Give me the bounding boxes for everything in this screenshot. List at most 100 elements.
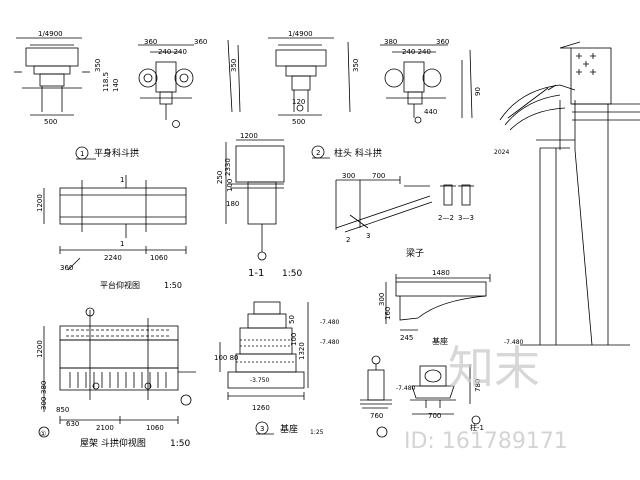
callout-labels: 1 平身科斗拱 2 柱头 科斗拱 3 基座 1:25 <box>80 147 382 436</box>
watermark-logo: 知末 <box>448 341 540 395</box>
dim-b500b: 500 <box>292 118 305 126</box>
beam-title: 梁子 <box>406 247 424 259</box>
callout-1-text: 平身科斗拱 <box>94 147 139 159</box>
small-detail-labels: 基座 760 700 780 -7.480 柱-1 <box>370 336 484 432</box>
dim-top-5: 1/4900 <box>288 30 313 38</box>
dim-top-1: 1/4900 <box>38 30 63 38</box>
bracket-elevation-3 <box>227 37 334 116</box>
callout-1-num: 1 <box>80 150 84 158</box>
section-11-lvl1: -7.480 <box>320 319 340 326</box>
dim-top-7: 240 240 <box>402 48 431 56</box>
plan-b-h380: 380 <box>40 381 48 394</box>
plan-b-w850: 850 <box>56 406 69 414</box>
bracket-side-detail <box>335 176 474 233</box>
dim-top-4: 360 <box>194 38 207 46</box>
small-detail-w760: 760 <box>370 412 383 420</box>
section-11-lvl2: -7.480 <box>320 339 340 346</box>
dim-v350c: 350 <box>352 59 360 72</box>
section-small-h180: 180 <box>226 200 239 208</box>
dim-v120: 120 <box>292 98 305 106</box>
plan-b-w1060: 1060 <box>146 424 164 432</box>
small-detail-h780: 780 <box>474 379 482 392</box>
plan-a-scale: 1:50 <box>164 281 182 290</box>
beam-w245: 245 <box>400 334 413 342</box>
dim-top-2: 360 <box>144 38 157 46</box>
dim-top-8: 360 <box>436 38 449 46</box>
small-base-detail <box>360 355 481 425</box>
dim-v350b: 350 <box>230 59 238 72</box>
plan-b-h300: 300 <box>40 397 48 410</box>
callout-3-scale: 1:25 <box>310 429 324 436</box>
plan-b-title: 屋架 斗拱仰视图 <box>80 437 146 449</box>
bracket-labels: 300 700 2—2 3—3 2 3 <box>342 172 474 244</box>
callout-3-text: 基座 <box>280 423 298 435</box>
section-11-w1260: 1260 <box>252 404 270 412</box>
plan-b <box>43 307 196 424</box>
section-11-scale: 1:50 <box>282 269 302 279</box>
plan-b-scale: 1:50 <box>170 439 190 449</box>
dim-top-3: 240 240 <box>158 48 187 56</box>
dim-v350a: 350 <box>94 59 102 72</box>
section-11-h50: 50 <box>288 315 296 324</box>
bracket-s22: 2—2 <box>438 214 454 222</box>
bracket-elevation-1 <box>14 37 90 116</box>
section-small-w1200: 1200 <box>240 132 258 140</box>
plan-b-w630: 630 <box>66 420 79 428</box>
callout-3-num: 3 <box>260 425 264 433</box>
plan-a-w1060: 1060 <box>150 254 168 262</box>
section-small-h100: 100 <box>226 179 234 192</box>
bracket-elevation-2 <box>138 44 194 128</box>
small-section <box>225 139 285 261</box>
small-detail-w700: 700 <box>428 412 441 420</box>
section-11-h1320: 1320 <box>298 342 306 360</box>
section-11-h100: 100 <box>290 333 298 346</box>
dim-v140: 140 <box>112 79 120 92</box>
beam-labels: 梁子 1480 300 160 245 <box>378 247 450 342</box>
section-11-lvl3: -3.750 <box>250 377 270 384</box>
section-small-h250: 250 <box>216 171 224 184</box>
plan-a-mark1a: 1 <box>120 176 124 184</box>
right-elev-labels: -7.480 2024 <box>494 149 524 346</box>
plan-a <box>43 175 187 271</box>
bracket-n2: 2 <box>346 236 350 244</box>
bracket-w300: 300 <box>342 172 355 180</box>
watermark-id: ID: 161789171 <box>404 429 568 454</box>
beam-h160: 160 <box>384 307 392 320</box>
plan-a-mark1b: 1 <box>120 240 124 248</box>
beam-h300: 300 <box>378 293 386 306</box>
plan-b-w2100: 2100 <box>96 424 114 432</box>
plan-b-labels: 1200 380 300 850 630 2100 1060 屋架 斗拱仰视图 … <box>36 340 190 449</box>
dim-b500a: 500 <box>44 118 57 126</box>
callout-2-text: 柱头 科斗拱 <box>334 147 382 159</box>
bracket-w700: 700 <box>372 172 385 180</box>
plan-a-labels: 1200 2240 1060 360 1 1 平台仰视图 1:50 <box>36 176 182 290</box>
section-11-title: 1-1 <box>248 268 264 279</box>
small-detail-lbl: 柱-1 <box>470 423 484 432</box>
plan-b-mark: ① <box>40 430 46 438</box>
dim-v90: 90 <box>474 87 482 96</box>
bracket-n3: 3 <box>366 232 370 240</box>
dim-v1185: 118.5 <box>102 72 110 92</box>
section-11-h1000: 100 80 <box>214 354 239 362</box>
small-detail-lvl: -7.480 <box>396 385 416 392</box>
roof-elevation <box>499 41 640 346</box>
section-small-labels: 1200 250 100 2330 180 <box>216 132 258 208</box>
right-elev-lvl-a: -7.480 <box>504 339 524 346</box>
dim-b440: 440 <box>424 108 437 116</box>
plan-a-w2240: 2240 <box>104 254 122 262</box>
dim-top-6: 380 <box>384 38 397 46</box>
section-1-1 <box>219 301 309 400</box>
plan-b-h1200: 1200 <box>36 340 44 358</box>
plan-a-h1200: 1200 <box>36 194 44 212</box>
section-11-labels: 1-1 1:50 50 100 1320 -7.480 -7.480 1260 … <box>214 268 340 412</box>
dimension-labels: 1/4900 360 240 240 360 1/4900 380 240 24… <box>38 30 482 126</box>
small-detail-title: 基座 <box>432 336 448 346</box>
beam-w1480: 1480 <box>432 269 450 277</box>
right-elev-lvl-b: 2024 <box>494 149 509 156</box>
section-small-h2330: 2330 <box>224 158 232 176</box>
bracket-s33: 3—3 <box>458 214 474 222</box>
plan-a-title: 平台仰视图 <box>100 280 140 290</box>
plan-a-w360: 360 <box>60 264 73 272</box>
watermark: 知末 ID: 161789171 <box>404 341 568 454</box>
